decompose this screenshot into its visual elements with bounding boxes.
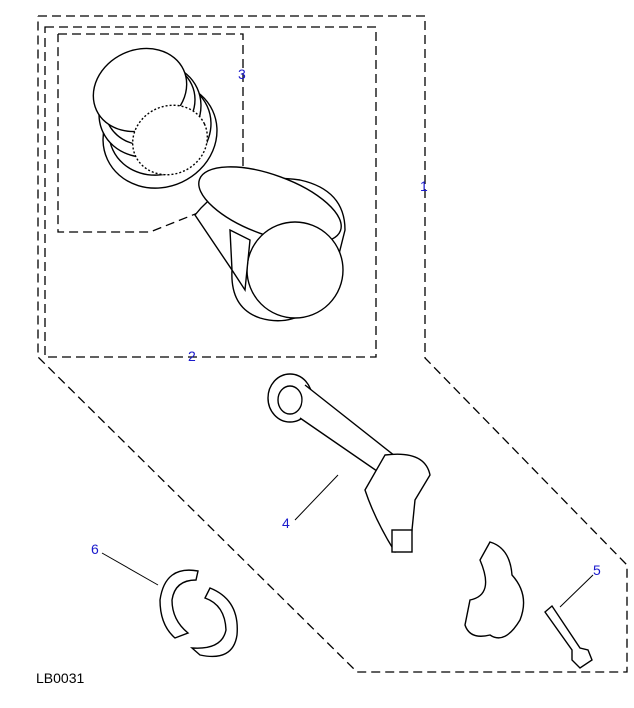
- leader-4: [294, 474, 339, 521]
- leader-6: [101, 552, 159, 586]
- piston-rings-drawing: [92, 47, 218, 189]
- callout-3: 3: [238, 66, 246, 82]
- group-outline-1: [37, 15, 628, 673]
- callout-4: 4: [282, 515, 290, 531]
- bolt-drawing: [544, 604, 593, 669]
- diagram-code: LB0031: [36, 670, 85, 686]
- callout-1: 1: [420, 178, 428, 194]
- rod-cap-drawing: [464, 541, 525, 639]
- connecting-rod-drawing: [267, 373, 431, 553]
- group-outline-2: [44, 26, 377, 358]
- leader-5: [559, 574, 594, 608]
- callout-2: 2: [188, 348, 196, 364]
- callout-5: 5: [593, 562, 601, 578]
- callout-6: 6: [91, 541, 99, 557]
- bearing-shells-drawing: [159, 569, 238, 658]
- piston-drawing: [194, 166, 346, 322]
